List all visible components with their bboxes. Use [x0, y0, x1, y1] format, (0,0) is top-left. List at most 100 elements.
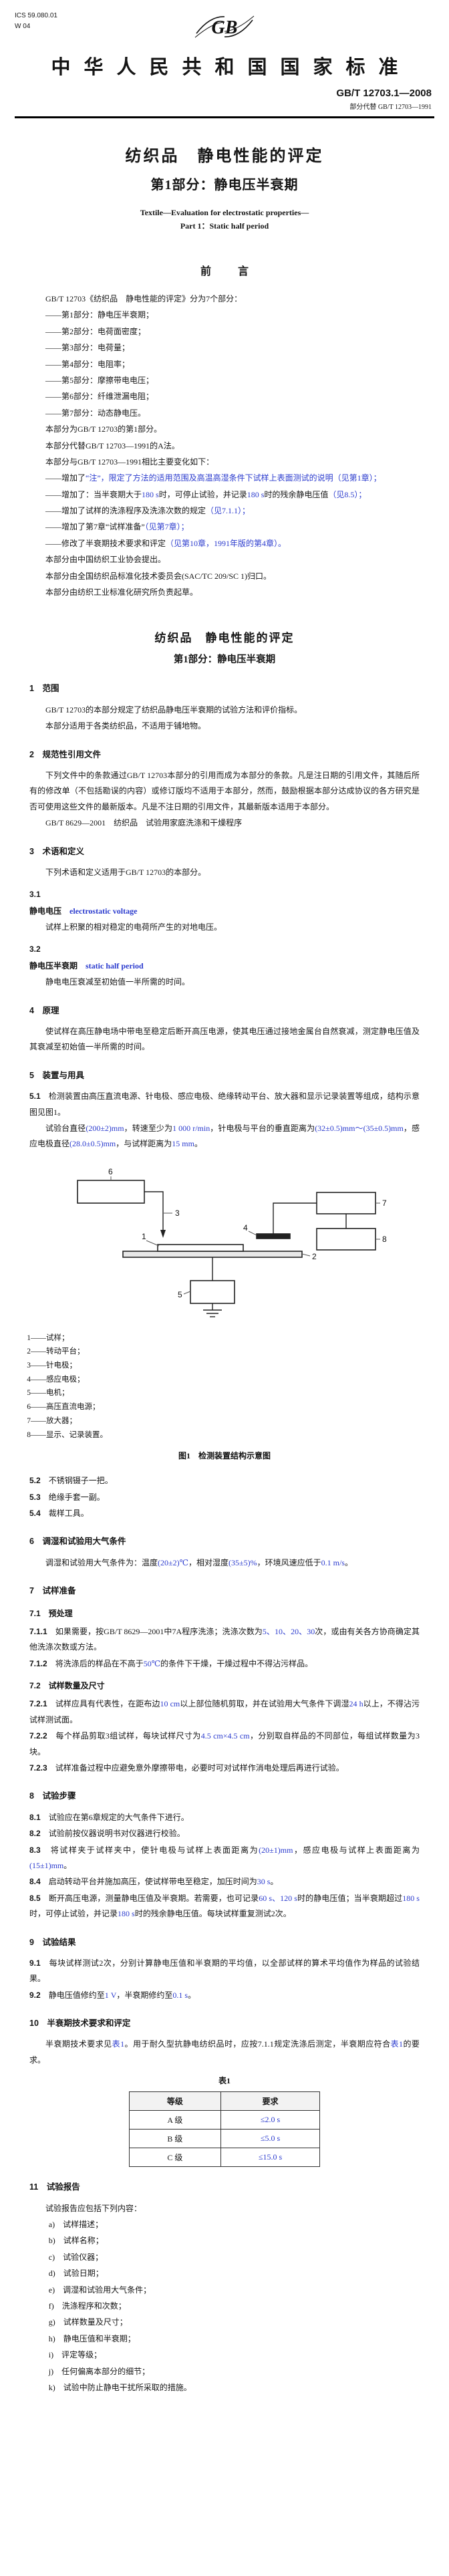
ics-code: ICS 59.080.01	[15, 12, 57, 19]
ics-block: ICS 59.080.01 W 04	[15, 11, 95, 31]
body-sub: 7.1 预处理	[29, 1606, 420, 1622]
body-np: 5.3 绝缘手套一副。	[29, 1490, 420, 1505]
foreword-p: 本部分代替GB/T 12703—1991的A法。	[29, 438, 420, 454]
text-segment: 180 s	[142, 489, 159, 499]
text-segment: 半衰期技术要求见	[45, 2039, 112, 2049]
foreword-dash: ——第3部分：电荷量；	[29, 340, 420, 356]
text-segment: 1 范围	[29, 684, 59, 694]
text-segment: ，转速至少为	[124, 1123, 173, 1133]
figure-legend: 1——试样；2——转动平台；3——针电极；4——感应电极；5——电机；6——高压…	[0, 1331, 449, 1442]
text-segment: 调湿和试验用大气条件为：温度	[45, 1557, 158, 1567]
body-item: c) 试验仪器；	[29, 2250, 420, 2265]
text-segment: 试样上积聚的相对稳定的电荷所产生的对地电压。	[45, 922, 222, 932]
text-segment: ，分别取自样品的不同部位，每组试样数量为3块。	[29, 1731, 420, 1757]
text-segment: ，感应电极直径	[29, 1123, 420, 1149]
text-segment: 7 试样准备	[29, 1586, 76, 1596]
text-segment: 8.1	[29, 1812, 41, 1822]
text-segment: 6 调湿和试验用大气条件	[29, 1537, 126, 1547]
figure-callout-5: 5	[178, 1290, 182, 1299]
body-termnum: 3.2	[29, 942, 420, 957]
text-segment: 8.5	[29, 1893, 41, 1903]
text-segment: 试验应在第6章规定的大气条件下进行。	[40, 1812, 189, 1822]
replacement-note: 部分代替 GB/T 12703—1991	[349, 104, 432, 111]
body-item: a) 试样描述；	[29, 2217, 420, 2232]
text-segment: electrostatic voltage	[61, 906, 138, 916]
body-sec: 7 试样准备	[29, 1583, 420, 1599]
text-segment: 断开高压电源，测量静电压值及半衰期。若需要，也可记录	[40, 1893, 259, 1903]
text-segment: 本部分与GB/T 12703—1991相比主要变化如下：	[45, 457, 214, 467]
body-p: 调湿和试验用大气条件为：温度(20±2)℃，相对湿度(35±5)%，环境风速应低…	[29, 1555, 420, 1571]
text-segment: a) 试样描述；	[48, 2220, 104, 2230]
foreword-heading: 前 言	[200, 266, 257, 277]
text-segment: 24 h	[349, 1699, 363, 1709]
text-segment: 8 试验步骤	[29, 1791, 76, 1801]
text-segment: (200±2)mm	[86, 1123, 124, 1133]
foreword-p: 本部分为GB/T 12703的第1部分。	[29, 422, 420, 437]
body-sec: 11 试验报告	[29, 2179, 420, 2195]
body-p: 使试样在高压静电场中带电至稳定后断开高压电源，使其电压通过接地金属台自然衰减，测…	[29, 1024, 420, 1055]
header-rule	[15, 116, 434, 118]
body-p: 试验台直径(200±2)mm，转速至少为1 000 r/min，针电极与平台的垂…	[29, 1121, 420, 1152]
induction-electrode-shape	[256, 1233, 291, 1239]
text-segment: ——增加了：当半衰期大于	[45, 489, 142, 499]
text-segment: (32±0.5)mm～(35±0.5)mm	[315, 1123, 404, 1133]
text-segment: 次，或由有关各方协商确定其他洗涤次数或方法。	[29, 1626, 420, 1652]
text-segment: 下列术语和定义适用于GB/T 12703的本部分。	[45, 867, 206, 877]
figure-callout-6: 6	[108, 1167, 113, 1176]
text-segment: g) 试样数量及尺寸；	[48, 2317, 128, 2327]
text-segment: 11 试验报告	[29, 2182, 80, 2192]
text-segment: 时的残余静电压值	[264, 489, 329, 499]
text-segment: “注”，限定了方法的适用范围及高温高湿条件下试样上表面测试的说明	[86, 473, 333, 483]
body-p: GB/T 12703的本部分规定了纺织品静电压半衰期的试验方法和评价指标。	[29, 702, 420, 718]
sample-shape	[157, 1243, 244, 1252]
text-segment: 9.2	[29, 1990, 41, 2000]
foreword-dash: ——第1部分：静电压半衰期；	[29, 307, 420, 323]
body-np: 5.1 检测装置由高压直流电源、针电极、感应电极、绝缘转动平台、放大器和显示记录…	[29, 1089, 420, 1120]
text-segment: (28.0±0.5)mm	[69, 1139, 116, 1149]
figure-legend-item: 5——电机；	[27, 1389, 69, 1398]
title-en-line2: Part 1：Static half period	[180, 221, 269, 231]
figure-callout-4: 4	[243, 1223, 248, 1233]
foreword-section: 前 言 GB/T 12703《纺织品 静电性能的评定》分为7个部分：——第1部分…	[0, 262, 449, 600]
text-segment: (20±1)mm	[259, 1845, 293, 1855]
text-segment: 不锈钢镊子一把。	[40, 1476, 113, 1486]
text-segment: 的条件下干燥，干燥过程中不得沾污样品。	[160, 1658, 313, 1668]
body-sec: 9 试验结果	[29, 1934, 420, 1950]
text-segment: GB/T 8629—2001 纺织品 试验用家庭洗涤和干燥程序	[45, 818, 243, 828]
body-term: 静电电压 electrostatic voltage	[29, 904, 420, 919]
foreword-dash: ——增加了第7章“试样准备”（见第7章）；	[29, 519, 420, 535]
text-segment: 表1	[390, 2039, 404, 2049]
table-row: A 级≤2.0 s	[128, 2110, 321, 2130]
foreword-dash: ——第6部分：纤维泄漏电阻；	[29, 389, 420, 404]
text-segment: ——第4部分：电阻率；	[45, 359, 130, 369]
text-segment: 5.2	[29, 1476, 41, 1486]
text-segment: 3 术语和定义	[29, 846, 84, 856]
text-segment: 9 试验结果	[29, 1937, 76, 1947]
text-segment: i) 评定等级；	[48, 2350, 102, 2360]
text-segment: 0.1 m/s	[321, 1557, 345, 1567]
body-item: d) 试验日期；	[29, 2266, 420, 2281]
body-np: 8.3 将试样夹于试样夹中，使针电极与试样上表面距离为(20±1)mm，感应电极…	[29, 1843, 420, 1874]
text-segment: static half period	[78, 960, 144, 971]
body-ref: GB/T 8629—2001 纺织品 试验用家庭洗涤和干燥程序	[29, 815, 420, 831]
standard-category-title: 中华人民共和国国家标准	[51, 57, 412, 78]
text-segment: 10 半衰期技术要求和评定	[29, 2019, 131, 2029]
figure-caption: 图1 检测装置结构示意图	[178, 1451, 271, 1461]
grade-cell: C 级	[128, 2148, 221, 2168]
text-segment: 2 规范性引用文件	[29, 749, 101, 759]
figure-callout-7: 7	[382, 1198, 387, 1208]
text-segment: 。	[188, 1990, 196, 2000]
requirement-cell: ≤15.0 s	[220, 2148, 321, 2168]
foreword-dash: ——增加了：当半衰期大于180 s时，可停止试验，并记录180 s时的残余静电压…	[29, 487, 420, 503]
figure-callout-8: 8	[382, 1235, 387, 1244]
text-segment: c) 试验仪器；	[48, 2252, 104, 2262]
body-np: 7.1.2 将洗涤后的样品在不高于50℃的条件下干燥，干燥过程中不得沾污样品。	[29, 1656, 420, 1672]
text-segment: d) 试验日期；	[48, 2269, 104, 2279]
text-segment: ，针电极与平台的垂直距离为	[210, 1123, 315, 1133]
body-item: j) 任何偏离本部分的细节；	[29, 2364, 420, 2379]
body-np: 8.4 启动转动平台并施加高压，使试样带电至稳定，加压时间为30 s。	[29, 1874, 420, 1890]
text-segment: (15±1)mm	[29, 1860, 64, 1870]
table-row: C 级≤15.0 s	[128, 2148, 321, 2168]
text-segment: ——第3部分：电荷量；	[45, 343, 130, 353]
